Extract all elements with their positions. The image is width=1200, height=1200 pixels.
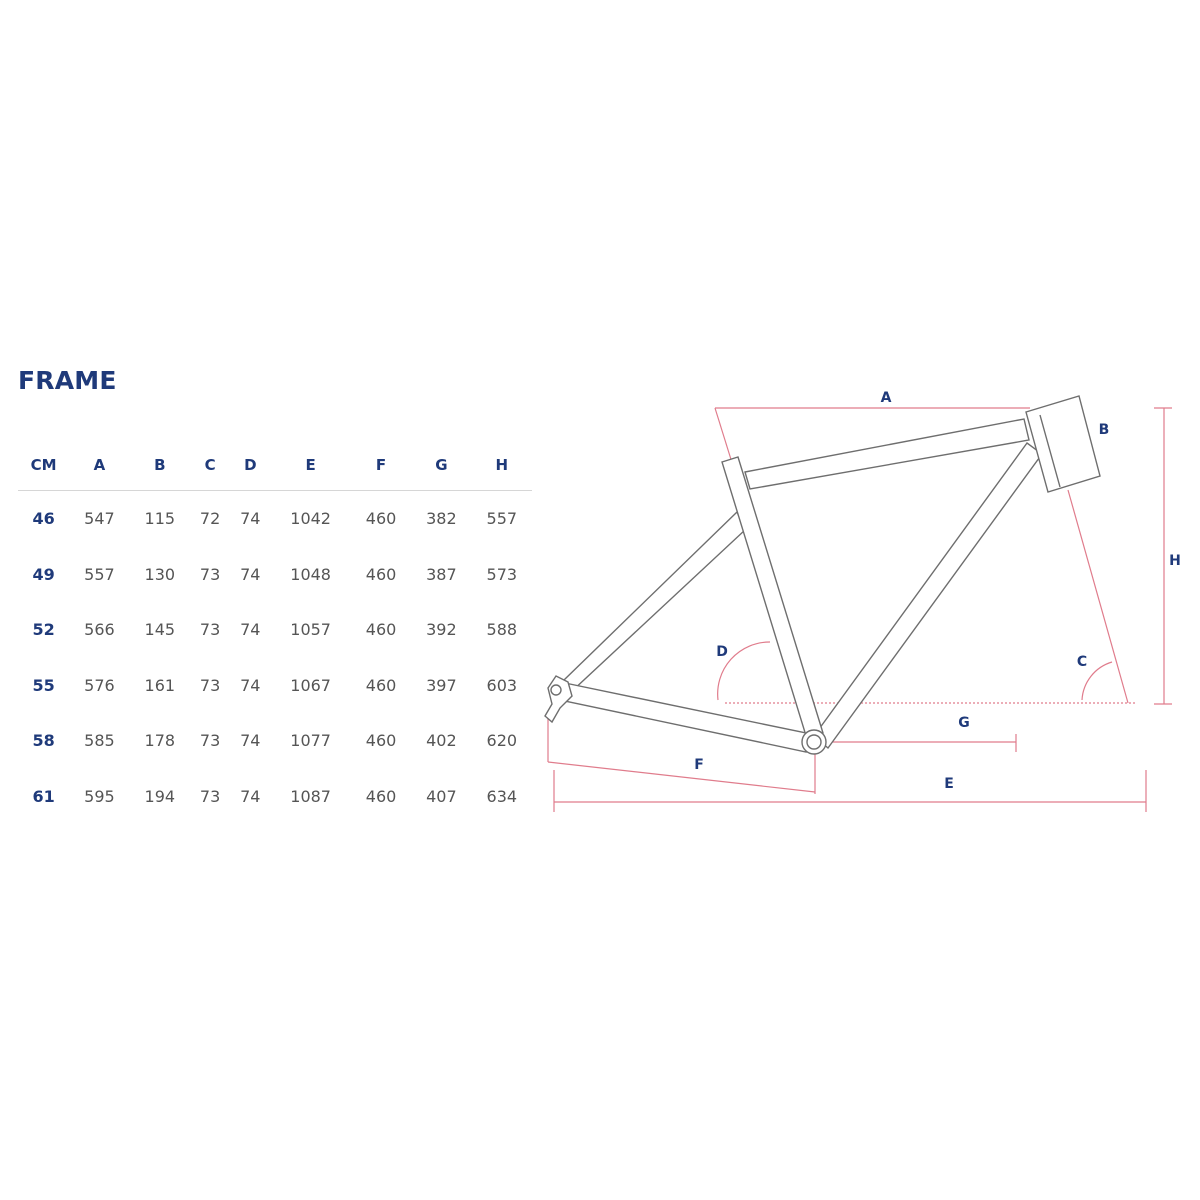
table-cell: 387: [426, 564, 457, 584]
table-cell: 407: [426, 786, 457, 806]
table-cell: 73: [199, 786, 221, 806]
table-cell: 74: [240, 675, 261, 695]
table-cell: 73: [199, 731, 221, 751]
table-cell: 460: [365, 731, 397, 751]
table-cell: 194: [144, 786, 176, 806]
size-cell: 55: [32, 675, 55, 695]
table-cell: 73: [199, 620, 221, 640]
table-cell: 634: [486, 786, 518, 806]
table-cell: 557: [486, 509, 518, 529]
table-row: 49 557 130 73 74 1048 460 387 573: [18, 547, 532, 603]
label-g: G: [958, 715, 970, 731]
top-tube: [744, 418, 1030, 490]
table-cell: 115: [144, 509, 176, 529]
table-cell: 460: [365, 509, 397, 529]
table-cell: 620: [486, 731, 518, 751]
size-cell: 49: [32, 564, 55, 584]
table-cell: 74: [240, 786, 261, 806]
table-cell: 1067: [290, 675, 331, 695]
table-cell: 566: [84, 620, 115, 640]
head-tube: [1025, 395, 1101, 493]
table-row: 52 566 145 73 74 1057 460 392 588: [18, 602, 532, 658]
table-cell: 161: [144, 675, 176, 695]
table-cell: 1048: [290, 564, 331, 584]
angle-c-arc: [1081, 661, 1113, 701]
column-header-f: F: [350, 440, 412, 491]
seat-tube: [721, 456, 824, 740]
table-cell: 1077: [290, 731, 331, 751]
table-cell: 382: [426, 509, 457, 529]
table-cell: 595: [84, 786, 115, 806]
table-header-row: CM A B C D E F G H: [18, 440, 532, 491]
dimension-f-line: [547, 761, 816, 793]
table-cell: 73: [199, 675, 221, 695]
column-header-g: G: [411, 440, 472, 491]
seat-stay: [563, 510, 746, 694]
table-cell: 74: [240, 509, 261, 529]
label-h: H: [1169, 553, 1181, 569]
table-cell: 585: [84, 731, 115, 751]
down-tube: [813, 442, 1043, 750]
table-cell: 460: [365, 786, 397, 806]
label-d: D: [716, 644, 728, 660]
label-c: C: [1077, 654, 1087, 670]
table-cell: 1057: [290, 620, 331, 640]
table-row: 46 547 115 72 74 1042 460 382 557: [18, 491, 532, 547]
table-cell: 397: [426, 675, 457, 695]
size-cell: 58: [32, 731, 55, 751]
table-cell: 402: [426, 731, 457, 751]
bottom-bracket-inner: [806, 734, 822, 750]
table-cell: 460: [365, 564, 397, 584]
table-cell: 576: [84, 675, 115, 695]
bottom-bracket: [801, 729, 827, 755]
table-cell: 74: [240, 620, 261, 640]
size-cell: 52: [32, 620, 55, 640]
table-cell: 557: [84, 564, 115, 584]
table-cell: 573: [486, 564, 518, 584]
table-row: 61 595 194 73 74 1087 460 407 634: [18, 769, 532, 825]
table-cell: 460: [365, 675, 397, 695]
table-cell: 145: [144, 620, 176, 640]
table-cell: 178: [144, 731, 176, 751]
angle-d-arc: [717, 641, 771, 701]
dimension-labels: A B C D E F G H: [694, 390, 1181, 792]
table-cell: 392: [426, 620, 457, 640]
table-cell: 547: [84, 509, 115, 529]
head-tube-axis-line: [1067, 489, 1129, 704]
chain-stay: [564, 682, 807, 753]
table-cell: 460: [365, 620, 397, 640]
geometry-table: CM A B C D E F G H 46 547 115 72 74 1042…: [18, 440, 532, 824]
table-cell: 130: [144, 564, 176, 584]
table-cell: 1042: [290, 509, 331, 529]
column-header-size: CM: [18, 440, 70, 491]
label-f: F: [694, 757, 704, 773]
head-tube-inner-line: [1039, 414, 1061, 488]
column-header-e: E: [270, 440, 351, 491]
page-title: FRAME: [18, 366, 117, 395]
table-cell: 74: [240, 564, 261, 584]
column-header-c: C: [189, 440, 231, 491]
table-row: 58 585 178 73 74 1077 460 402 620: [18, 713, 532, 769]
table-cell: 588: [486, 620, 518, 640]
rear-dropout: [544, 675, 573, 724]
column-header-a: A: [69, 440, 130, 491]
table-cell: 72: [199, 509, 221, 529]
table-row: 55 576 161 73 74 1067 460 397 603: [18, 658, 532, 714]
table-cell: 73: [199, 564, 221, 584]
label-a: A: [881, 390, 892, 406]
column-header-d: D: [230, 440, 271, 491]
table-cell: 74: [240, 731, 261, 751]
column-header-h: H: [471, 440, 532, 491]
label-e: E: [944, 776, 954, 792]
bike-frame-outline: [544, 395, 1101, 755]
rear-axle: [550, 684, 562, 696]
label-b: B: [1099, 422, 1110, 438]
size-cell: 61: [32, 786, 55, 806]
table-cell: 1087: [290, 786, 331, 806]
table-cell: 603: [486, 675, 518, 695]
size-cell: 46: [32, 509, 55, 529]
column-header-b: B: [129, 440, 190, 491]
